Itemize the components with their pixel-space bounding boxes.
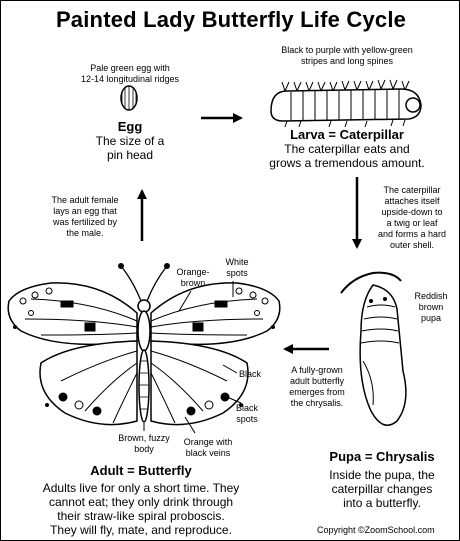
label-veins-line1: Orange with (183, 437, 233, 447)
larva-note-line2: stripes and long spines (300, 56, 394, 66)
attach-note-line5: and forms a hard (377, 229, 447, 239)
pointer-veins (184, 416, 196, 434)
larva-note: Black to purple with yellow-green stripe… (259, 45, 435, 67)
attach-note: The caterpillar attaches itself upside-d… (369, 185, 455, 251)
adult-desc-line3: their straw-like spiral proboscis. (57, 509, 225, 523)
egg-desc-line1: The size of a (95, 134, 165, 148)
label-black-spots-line1: Black (235, 403, 258, 413)
egg-note: Pale green egg with 12-14 longitudinal r… (71, 63, 189, 85)
copyright: Copyright ©ZoomSchool.com (317, 525, 435, 535)
label-orange-brown-line2: brown (180, 278, 206, 288)
attach-note-line3: upside-down to (381, 207, 443, 217)
egg-icon (120, 85, 138, 111)
emerge-note-line3: emerges from (289, 387, 345, 397)
label-body-line2: body (134, 444, 154, 454)
pointer-black (222, 364, 238, 374)
pupa-desc-line2: caterpillar changes (331, 482, 433, 496)
pupa-color-line1: Reddish (414, 291, 448, 301)
female-note-line4: the male. (66, 228, 104, 238)
label-veins: Orange with black veins (175, 437, 241, 459)
pupa-desc-line3: into a butterfly. (343, 496, 421, 510)
larva-title: Larva = Caterpillar (290, 127, 404, 142)
attach-note-line4: a twig or leaf (386, 218, 438, 228)
label-orange-brown: Orange- brown (169, 267, 217, 289)
egg-section: Egg The size of a pin head (71, 119, 189, 162)
page-title: Painted Lady Butterfly Life Cycle (55, 7, 407, 32)
egg-note-line1: Pale green egg with (90, 63, 170, 73)
pupa-title: Pupa = Chrysalis (329, 449, 435, 464)
emerge-note-line4: the chrysalis. (290, 398, 344, 408)
butterfly-icon (7, 263, 281, 426)
label-white-spots-line1: White (225, 257, 249, 267)
larva-section: Larva = Caterpillar The caterpillar eats… (259, 127, 435, 170)
caterpillar-icon (270, 79, 422, 128)
larva-desc-line2: grows a tremendous amount. (269, 156, 425, 170)
label-orange-brown-line1: Orange- (176, 267, 210, 277)
female-note: The adult female lays an egg that was fe… (33, 195, 137, 239)
female-note-line3: was fertilized by (52, 217, 118, 227)
attach-note-line2: attaches itself (384, 196, 440, 206)
larva-desc-line1: The caterpillar eats and (284, 142, 410, 156)
label-black-spots: Black spots (227, 403, 267, 425)
pupa-color-line2: brown (418, 302, 444, 312)
adult-desc-line2: cannot eat; they only drink through (48, 495, 234, 509)
label-black: Black (239, 369, 262, 379)
adult-section: Adult = Butterfly Adults live for only a… (5, 463, 277, 537)
label-white-spots: White spots (217, 257, 257, 279)
pupa-section: Pupa = Chrysalis Inside the pupa, the ca… (305, 449, 459, 510)
female-note-line2: lays an egg that (53, 206, 117, 216)
chrysalis-icon (340, 271, 407, 426)
label-veins-line2: black veins (185, 448, 231, 458)
female-note-line1: The adult female (51, 195, 119, 205)
adult-desc-line1: Adults live for only a short time. They (42, 481, 240, 495)
label-black-spots-line2: spots (236, 414, 258, 424)
adult-title: Adult = Butterfly (90, 463, 192, 478)
pointer-black-spots (226, 396, 242, 404)
pointer-orange-brown (178, 290, 192, 312)
attach-note-line1: The caterpillar (383, 185, 441, 195)
pupa-desc-line1: Inside the pupa, the (329, 468, 435, 482)
egg-desc-line2: pin head (106, 148, 154, 162)
label-body: Brown, fuzzy body (107, 433, 181, 455)
adult-desc-line4: They will fly, mate, and reproduce. (50, 523, 232, 537)
label-white-spots-line2: spots (226, 268, 248, 278)
egg-note-line2: 12-14 longitudinal ridges (80, 74, 180, 84)
pupa-color-note: Reddish brown pupa (405, 291, 457, 324)
pupa-color-line3: pupa (420, 313, 442, 323)
larva-note-line1: Black to purple with yellow-green (281, 45, 413, 55)
label-body-line1: Brown, fuzzy (118, 433, 170, 443)
emerge-note: A fully-grown adult butterfly emerges fr… (279, 365, 355, 409)
emerge-note-line2: adult butterfly (289, 376, 345, 386)
emerge-note-line1: A fully-grown (291, 365, 343, 375)
egg-title: Egg (117, 119, 143, 134)
attach-note-line6: outer shell. (389, 240, 435, 250)
